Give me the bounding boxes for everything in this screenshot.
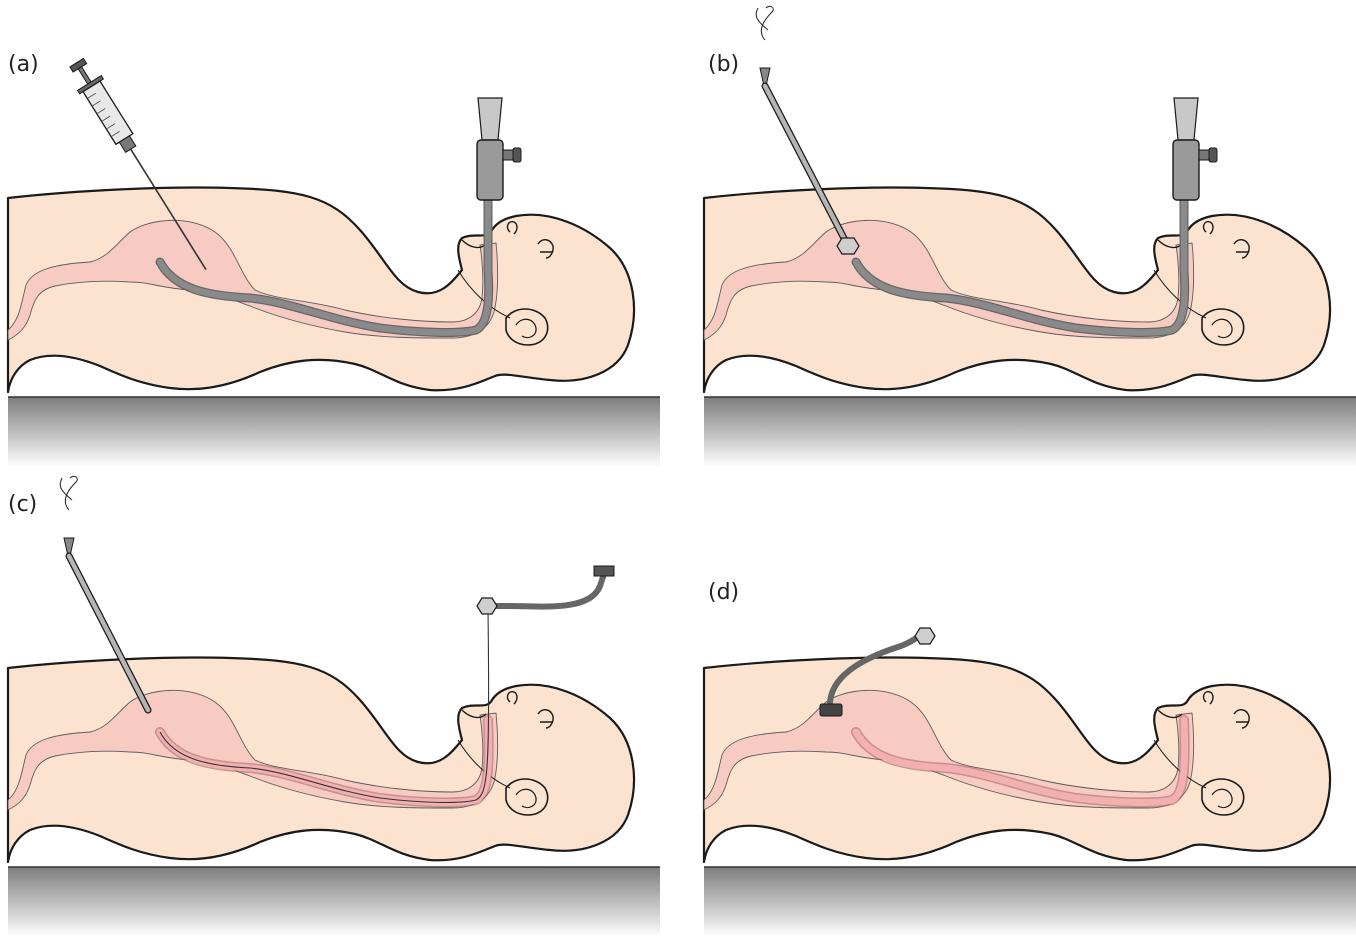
panel-a-illustration <box>0 0 660 470</box>
patient-body <box>8 657 634 862</box>
endoscope-knob <box>1209 148 1217 162</box>
panel-d-illustration <box>696 470 1356 940</box>
patient-body <box>704 657 1330 862</box>
patient-body <box>8 187 634 392</box>
panel-b: (b) <box>696 0 1356 470</box>
peg-cap <box>594 566 614 576</box>
endoscope-knob <box>513 148 521 162</box>
endoscope-light-cone <box>1174 98 1198 140</box>
ear <box>506 309 548 345</box>
panel-a-label: (a) <box>8 52 39 77</box>
endoscope-handle <box>477 140 503 200</box>
peg-bumper <box>820 704 842 716</box>
panel-c: (c) <box>0 470 660 940</box>
endoscope-handle <box>1173 140 1199 200</box>
patient-scene <box>704 6 1356 467</box>
patient-scene <box>704 628 1356 937</box>
patient-body <box>704 187 1330 392</box>
dilator-tip <box>837 238 859 254</box>
panel-c-illustration <box>0 470 660 940</box>
operating-table <box>704 397 1356 467</box>
patient-scene <box>8 476 660 937</box>
ear <box>506 779 548 815</box>
peg-external <box>477 566 614 614</box>
panel-b-illustration <box>696 0 1356 470</box>
panel-d: (d) <box>696 470 1356 940</box>
panel-a: (a) <box>0 0 660 470</box>
endoscope-valve <box>1199 150 1209 160</box>
endoscope-light-cone <box>478 98 502 140</box>
ear <box>1202 309 1244 345</box>
endoscope <box>1173 98 1217 200</box>
patient-scene <box>8 55 660 467</box>
endoscope <box>477 98 521 200</box>
operating-table <box>8 867 660 937</box>
operating-table <box>8 397 660 467</box>
peg-connector <box>477 598 497 614</box>
peg-tube-external <box>488 574 604 607</box>
panel-d-label: (d) <box>708 580 739 605</box>
panel-b-label: (b) <box>708 52 739 77</box>
peg-connector <box>915 628 935 644</box>
endoscope-valve <box>503 150 513 160</box>
ear <box>1202 779 1244 815</box>
guide-wire-loop <box>65 476 77 510</box>
syringe-barrel <box>83 81 133 144</box>
syringe-plunger-rod <box>78 67 91 84</box>
panel-c-label: (c) <box>8 492 37 517</box>
operating-table <box>704 867 1356 937</box>
guide-wire-loop <box>761 6 773 40</box>
